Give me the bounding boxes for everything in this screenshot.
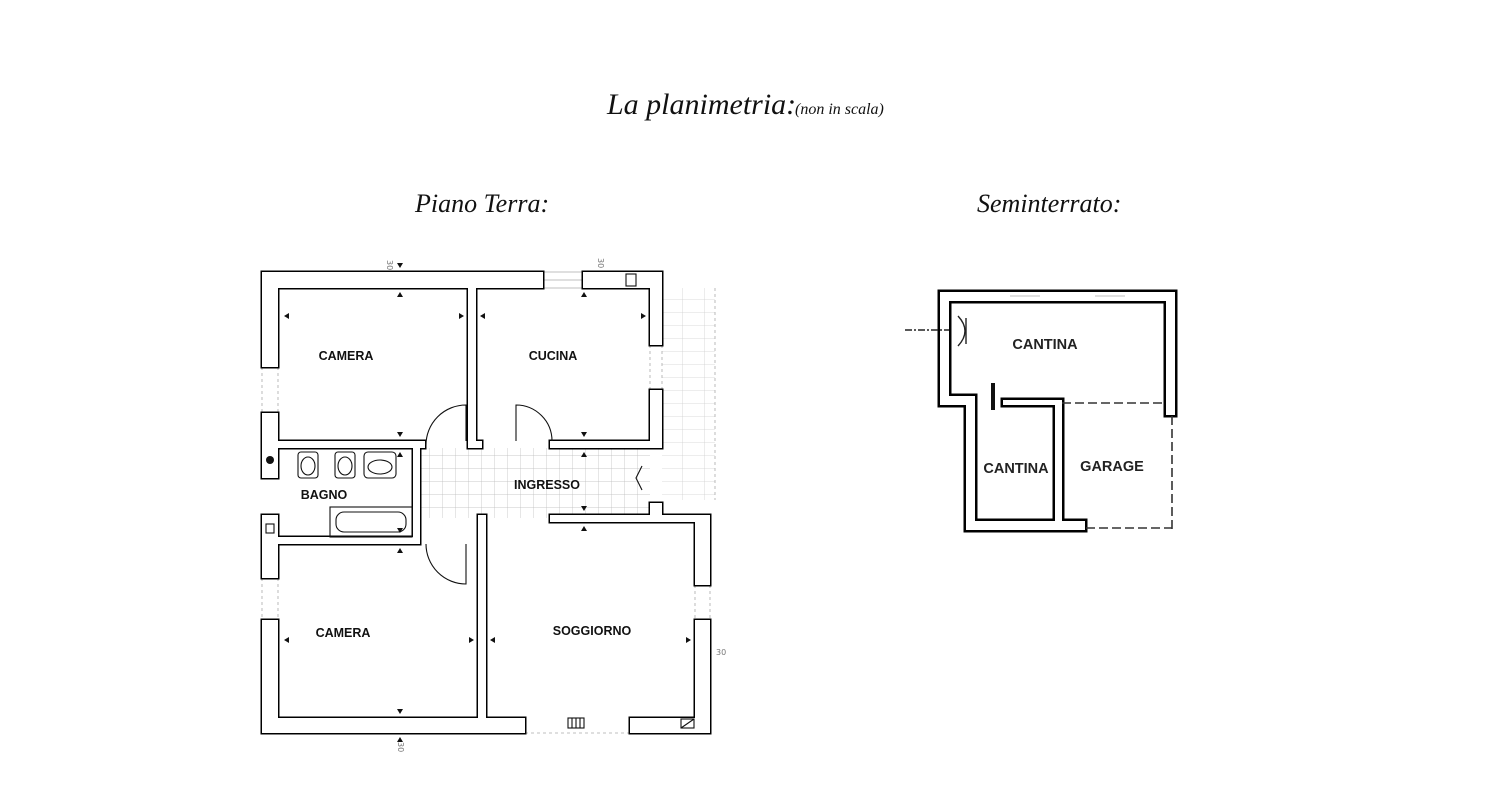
wall-box-icon bbox=[265, 523, 275, 534]
dimension-tick bbox=[284, 313, 289, 319]
ground-floor-heading: Piano Terra: bbox=[414, 189, 549, 218]
room-label-cantina-top: CANTINA bbox=[1012, 337, 1078, 353]
door-camera-top bbox=[425, 404, 467, 446]
dimension-tick bbox=[581, 526, 587, 531]
basement-openings bbox=[905, 295, 1173, 530]
room-label-camera-bottom: CAMERA bbox=[316, 626, 371, 640]
room-label-soggiorno: SOGGIORNO bbox=[553, 624, 632, 638]
ingresso-floor-tiles bbox=[420, 448, 650, 518]
dimension-tick bbox=[490, 637, 495, 643]
door-cucina bbox=[515, 404, 553, 442]
dimension-tick bbox=[686, 637, 691, 643]
dimension-tick bbox=[397, 263, 403, 268]
dimension-label: 30 bbox=[716, 648, 726, 657]
basement-room-labels: CANTINA CANTINA GARAGE bbox=[983, 337, 1144, 477]
dimension-tick bbox=[397, 548, 403, 553]
toilet-icon bbox=[297, 451, 319, 479]
dimension-tick bbox=[284, 637, 289, 643]
dimension-tick bbox=[469, 637, 474, 643]
entrance-door-arc bbox=[957, 315, 966, 347]
corner-box-icon bbox=[680, 718, 695, 729]
bagno-fixtures bbox=[265, 451, 413, 538]
room-label-camera-top: CAMERA bbox=[319, 349, 374, 363]
dimension-tick bbox=[581, 452, 587, 457]
page-title: La planimetria: bbox=[606, 88, 796, 121]
room-label-bagno: BAGNO bbox=[301, 488, 348, 502]
window-openings bbox=[261, 271, 716, 734]
water-heater-icon bbox=[266, 456, 274, 464]
dimension-tick bbox=[397, 528, 403, 533]
door-camera-bottom bbox=[425, 543, 467, 585]
door-mark bbox=[991, 383, 995, 410]
dimension-label: 30 bbox=[396, 742, 405, 752]
external-stairs bbox=[662, 288, 715, 500]
basement-heading: Seminterrato: bbox=[977, 189, 1121, 218]
dimension-label: 30 bbox=[385, 260, 394, 270]
misc-fixtures bbox=[567, 273, 695, 729]
ground-floor-room-labels: CAMERA CUCINA BAGNO INGRESSO CAMERA SOGG… bbox=[301, 349, 632, 640]
page-subtitle: (non in scala) bbox=[795, 101, 884, 118]
ground-floor-plan: 30 30 30 30 CAMERA CUCINA BAGNO INGRESSO… bbox=[260, 258, 726, 752]
room-label-garage: GARAGE bbox=[1080, 459, 1144, 475]
dimension-tick bbox=[581, 432, 587, 437]
room-label-cantina-bottom: CANTINA bbox=[983, 461, 1049, 477]
dimension-tick bbox=[397, 292, 403, 297]
dimension-tick bbox=[581, 292, 587, 297]
kitchen-corner-icon bbox=[625, 273, 637, 287]
dimension-tick bbox=[581, 506, 587, 511]
dimension-tick bbox=[480, 313, 485, 319]
page-header: La planimetria: (non in scala) bbox=[606, 88, 884, 121]
doors bbox=[425, 404, 643, 585]
room-label-ingresso: INGRESSO bbox=[514, 478, 580, 492]
dimension-labels: 30 30 30 30 bbox=[385, 258, 726, 752]
dimension-ticks bbox=[284, 263, 691, 742]
entrance-arrow-icon bbox=[635, 465, 643, 491]
dimension-tick bbox=[641, 313, 646, 319]
dimension-tick bbox=[397, 709, 403, 714]
dimension-label: 30 bbox=[596, 258, 605, 268]
dimension-tick bbox=[397, 737, 403, 742]
bathtub-icon bbox=[329, 506, 413, 538]
dimension-tick bbox=[397, 432, 403, 437]
bidet-icon bbox=[334, 451, 356, 479]
dimension-tick bbox=[397, 452, 403, 457]
room-label-cucina: CUCINA bbox=[529, 349, 578, 363]
dimension-tick bbox=[459, 313, 464, 319]
sink-icon bbox=[363, 451, 397, 479]
basement-plan: CANTINA CANTINA GARAGE bbox=[905, 292, 1175, 530]
